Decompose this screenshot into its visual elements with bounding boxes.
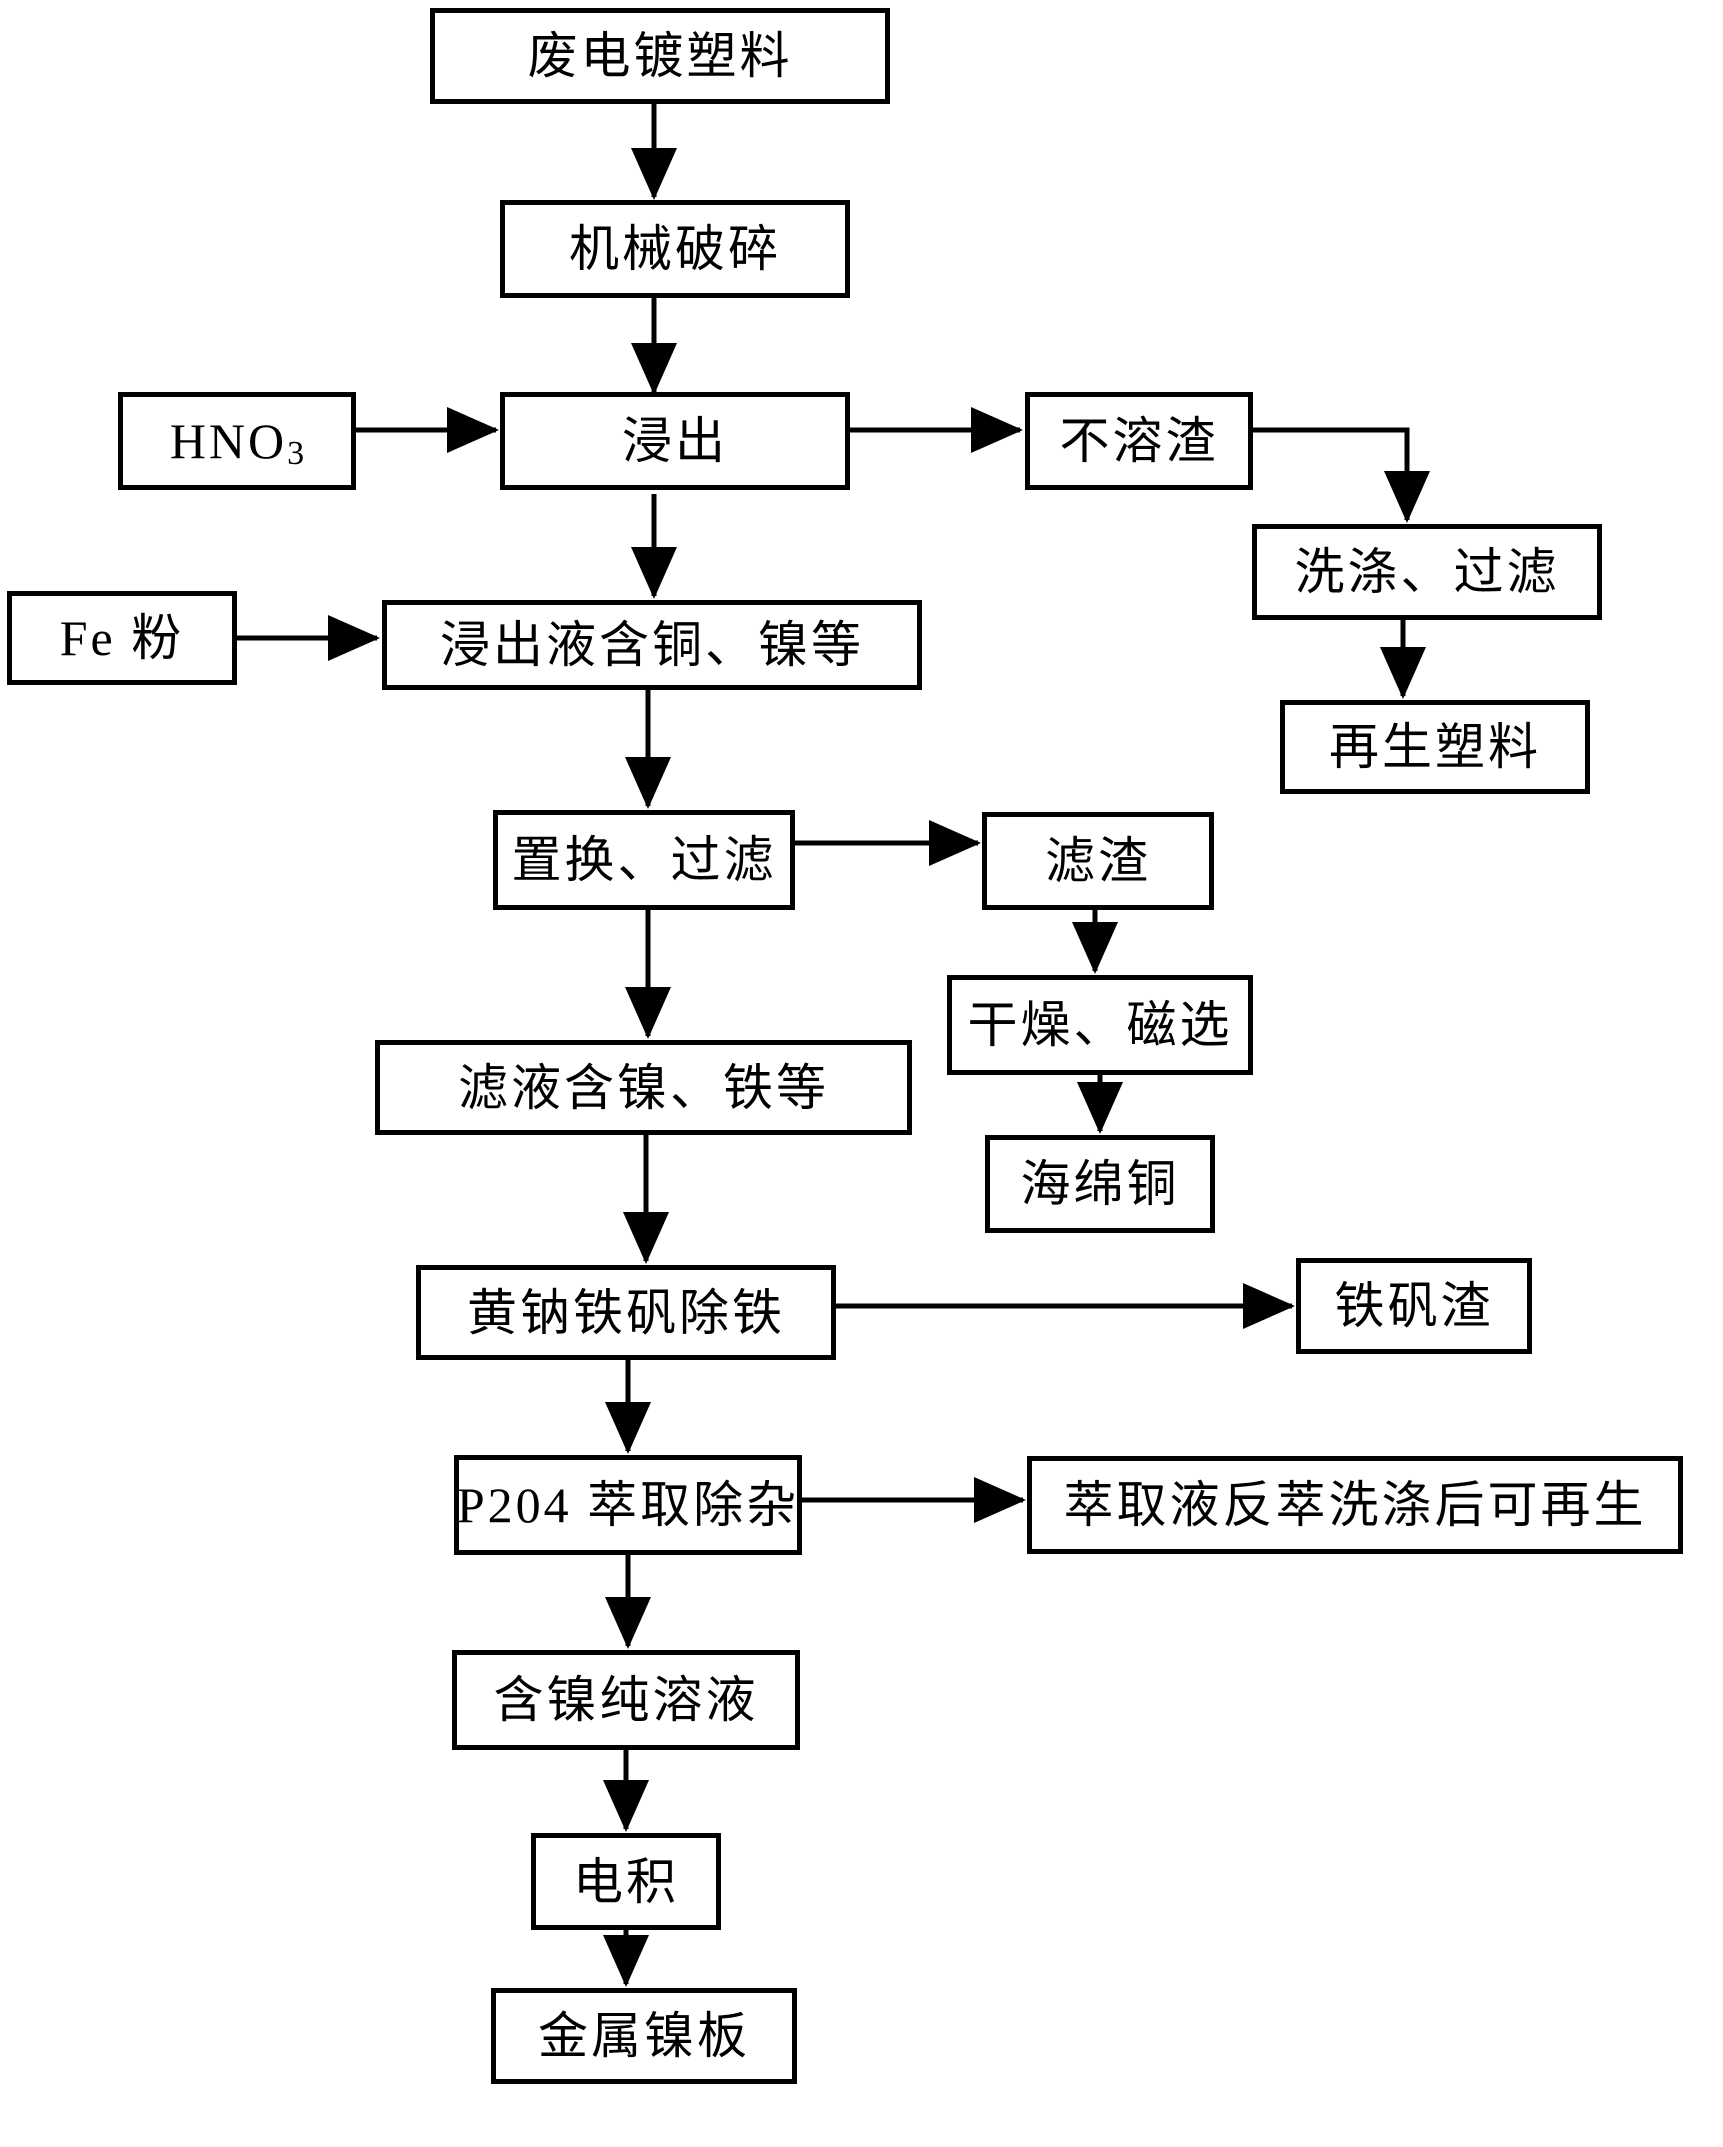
node-extract-regeneration: 萃取液反萃洗涤后可再生: [1027, 1456, 1683, 1554]
node-pure-nickel-solution: 含镍纯溶液: [452, 1650, 800, 1750]
node-electrowinning: 电积: [531, 1833, 721, 1930]
node-label: 滤渣: [1045, 833, 1151, 889]
node-label-subscript: 3: [287, 435, 305, 472]
node-label: 不溶渣: [1059, 413, 1219, 469]
node-label: 再生塑料: [1329, 719, 1541, 775]
node-label: 黄钠铁矾除铁: [467, 1284, 785, 1341]
node-label: 洗涤、过滤: [1294, 544, 1560, 600]
node-drying-magnetic-separation: 干燥、磁选: [947, 975, 1253, 1075]
arrow-insoluble-to-washing: [1253, 427, 1430, 523]
node-label: 浸出液含铜、镍等: [440, 617, 864, 673]
node-mechanical-crushing: 机械破碎: [500, 200, 850, 298]
node-label: 电积: [573, 1853, 679, 1910]
node-replacement-filtering: 置换、过滤: [493, 810, 795, 910]
node-jarosite-residue: 铁矾渣: [1296, 1258, 1532, 1354]
node-washing-filtering: 洗涤、过滤: [1252, 524, 1602, 620]
node-label: 金属镍板: [538, 2008, 750, 2064]
node-fe-powder: Fe 粉: [7, 591, 237, 685]
node-label: 含镍纯溶液: [493, 1672, 759, 1728]
node-sponge-copper: 海绵铜: [985, 1135, 1215, 1233]
node-filtrate-ni-fe: 滤液含镍、铁等: [375, 1040, 912, 1135]
node-label: Fe 粉: [59, 610, 185, 666]
node-leachate-cu-ni: 浸出液含铜、镍等: [382, 600, 922, 690]
node-label: 废电镀塑料: [527, 28, 793, 84]
node-label: P204 萃取除杂: [456, 1477, 800, 1533]
node-p204-extraction: P204 萃取除杂: [454, 1455, 802, 1555]
node-label: 滤液含镍、铁等: [458, 1059, 829, 1116]
node-label: 海绵铜: [1020, 1156, 1180, 1212]
node-label: 萃取液反萃洗涤后可再生: [1063, 1477, 1647, 1533]
node-waste-plated-plastic: 废电镀塑料: [430, 8, 890, 104]
node-label: 浸出: [622, 413, 728, 469]
node-filter-residue: 滤渣: [982, 812, 1214, 910]
node-insoluble-residue: 不溶渣: [1025, 392, 1253, 490]
node-nickel-plate: 金属镍板: [491, 1988, 797, 2084]
node-label: 干燥、磁选: [967, 997, 1233, 1053]
node-jarosite-iron-removal: 黄钠铁矾除铁: [416, 1265, 836, 1360]
node-label: 机械破碎: [569, 221, 781, 277]
node-recycled-plastic: 再生塑料: [1280, 700, 1590, 794]
node-label: HNO: [169, 413, 288, 469]
node-label: 置换、过滤: [511, 832, 777, 888]
node-leaching: 浸出: [500, 392, 850, 490]
node-label: 铁矾渣: [1334, 1278, 1494, 1334]
